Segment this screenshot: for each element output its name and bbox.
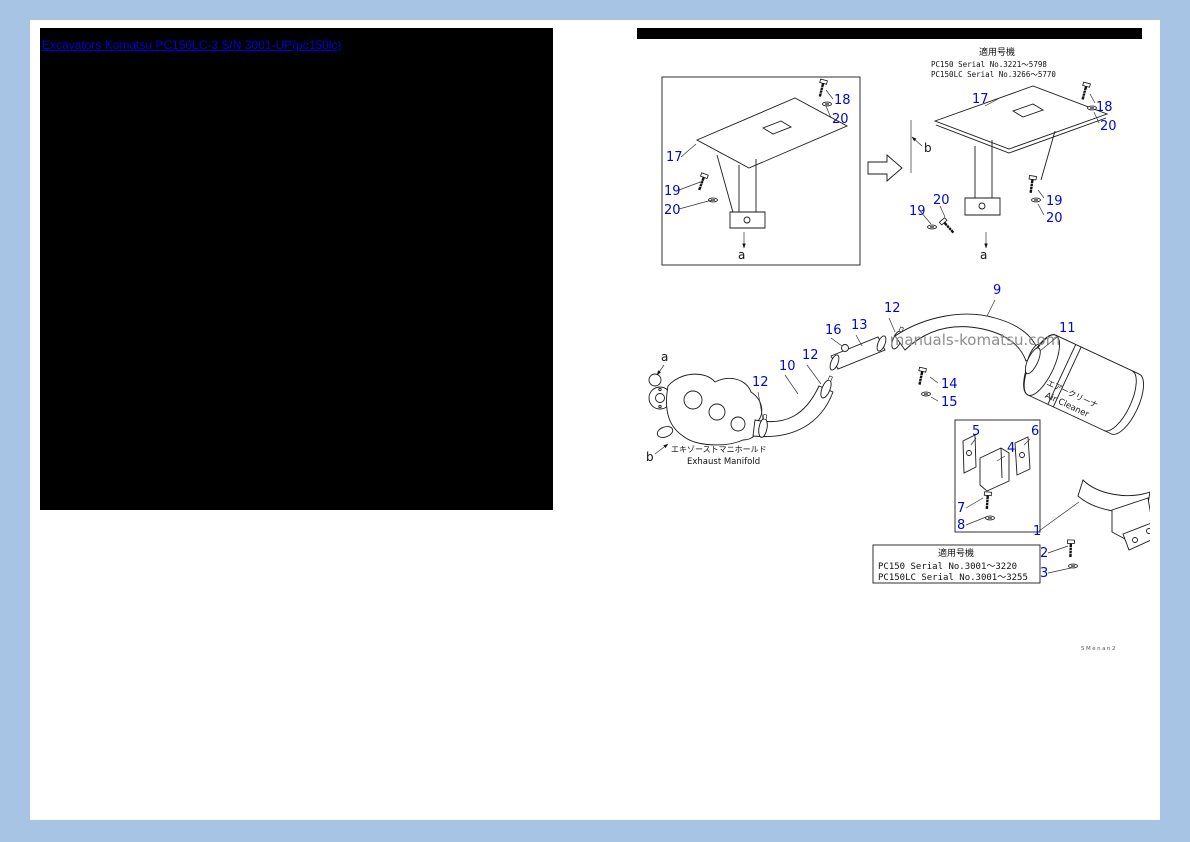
callout-20: 20	[1100, 119, 1117, 134]
callout-12: 12	[802, 348, 819, 363]
right-perforated-plate	[933, 85, 1109, 154]
left-black-panel: Excavators Komatsu PC150LC-3 S/N 3001-UP…	[40, 28, 553, 510]
callout-20: 20	[832, 112, 849, 127]
assembly-leaders	[757, 299, 1058, 421]
right-view: 17 18 20 20 19 19 20 b a	[909, 80, 1117, 262]
washer-icon	[1031, 197, 1041, 203]
callout-8: 8	[957, 518, 965, 533]
callout-5: 5	[972, 424, 980, 439]
washer-icon	[921, 391, 931, 397]
callout-10: 10	[779, 359, 796, 374]
callout-9: 9	[993, 283, 1001, 298]
callout-12: 12	[752, 375, 769, 390]
bolt-icon	[1065, 538, 1076, 559]
washer-icon	[708, 197, 718, 203]
watermark: manuals-komatsu.com	[890, 331, 1061, 349]
top-serial-block: 適用号機 PC150 Serial No.3221～5798 PC150LC S…	[931, 46, 1056, 79]
view-transform-arrow-icon	[867, 154, 903, 182]
washer-icon	[1068, 563, 1078, 569]
callout-6: 6	[1031, 424, 1039, 439]
left-perforated-plate	[695, 97, 849, 169]
view-b-label: b	[924, 141, 932, 155]
washer-icon	[927, 224, 937, 230]
callout-15: 15	[941, 395, 958, 410]
bottom-serial-line1: PC150 Serial No.3001～3220	[878, 562, 1017, 572]
exhaust-manifold-drawing	[648, 373, 763, 446]
top-serial-line1: PC150 Serial No.3221～5798	[931, 60, 1047, 69]
connector-tube-drawing	[829, 335, 887, 371]
exhaust-manifold-label-en: Exhaust Manifold	[687, 457, 760, 467]
callout-16: 16	[825, 323, 842, 338]
right-plate-bracket	[964, 130, 1056, 216]
bolt-icon	[1025, 174, 1038, 195]
left-view-leaders	[678, 89, 834, 249]
view-b-label: b	[646, 450, 654, 464]
callout-19: 19	[664, 184, 681, 199]
callout-4: 4	[1007, 441, 1015, 456]
callout-19: 19	[1046, 194, 1063, 209]
mount-detail: 5 4 6 7 8 1 2 3	[954, 419, 1161, 581]
exhaust-assembly: エアークリーナ Air Cleaner manuals-komatsu.com …	[646, 283, 1144, 467]
callout-14: 14	[941, 377, 958, 392]
bolt-icon	[914, 366, 928, 387]
bracket-4-drawing	[979, 447, 1010, 492]
washer-icon	[985, 515, 995, 521]
footer-code: SMenan2	[1081, 646, 1117, 652]
washer-icon	[822, 101, 832, 107]
parts-diagram: 適用号機 PC150 Serial No.3221～5798 PC150LC S…	[635, 28, 1161, 730]
callout-17: 17	[972, 92, 989, 107]
bottom-serial-header: 適用号機	[938, 547, 974, 559]
top-serial-header: 適用号機	[979, 46, 1015, 58]
callout-18: 18	[834, 93, 851, 108]
left-plate-bracket	[716, 154, 766, 229]
callout-3: 3	[1040, 566, 1048, 581]
mount-leaders	[965, 437, 1080, 574]
plate-6-drawing	[1014, 436, 1031, 476]
bolt-icon	[1078, 80, 1092, 102]
plate-5-drawing	[962, 434, 977, 474]
view-a-label: a	[980, 248, 987, 262]
bolt-icon	[815, 77, 829, 99]
callout-7: 7	[957, 501, 965, 516]
exhaust-pipe-drawing	[752, 385, 834, 438]
bolt-icon	[694, 171, 710, 193]
callout-1: 1	[1033, 524, 1041, 539]
parts-diagram-svg: 適用号機 PC150 Serial No.3221～5798 PC150LC S…	[637, 28, 1161, 652]
mount-detail-border	[954, 419, 1041, 533]
callout-2: 2	[1040, 546, 1048, 561]
mount-bracket-drawing	[1077, 479, 1161, 551]
bolt-icon	[982, 490, 993, 511]
view-a-label: a	[661, 350, 668, 364]
callout-12: 12	[884, 301, 901, 316]
callout-18: 18	[1096, 100, 1113, 115]
view-a-label: a	[738, 248, 745, 262]
left-view-box: 18 20 17 19 20 a	[661, 76, 861, 266]
document-title-link[interactable]: Excavators Komatsu PC150LC-3 S/N 3001-UP…	[42, 38, 342, 52]
callout-11: 11	[1059, 321, 1076, 336]
diagram-top-bar	[637, 28, 1142, 39]
callout-19: 19	[909, 204, 926, 219]
callout-20: 20	[1046, 211, 1063, 226]
callout-20: 20	[933, 193, 950, 208]
bolt-icon	[938, 216, 958, 237]
bottom-serial-border	[872, 544, 1041, 584]
callout-20: 20	[664, 203, 681, 218]
bottom-serial-block: 適用号機 PC150 Serial No.3001～3220 PC150LC S…	[872, 544, 1041, 584]
bottom-serial-line2: PC150LC Serial No.3001～3255	[878, 573, 1028, 583]
exhaust-manifold-label-jp: エキゾーストマニホールド	[671, 445, 767, 454]
callout-13: 13	[851, 318, 868, 333]
left-view-border	[661, 76, 861, 266]
right-view-leaders	[911, 93, 1100, 249]
callout-17: 17	[666, 150, 683, 165]
paper-sheet: Excavators Komatsu PC150LC-3 S/N 3001-UP…	[30, 20, 1161, 820]
top-serial-line2: PC150LC Serial No.3266～5770	[931, 70, 1056, 79]
